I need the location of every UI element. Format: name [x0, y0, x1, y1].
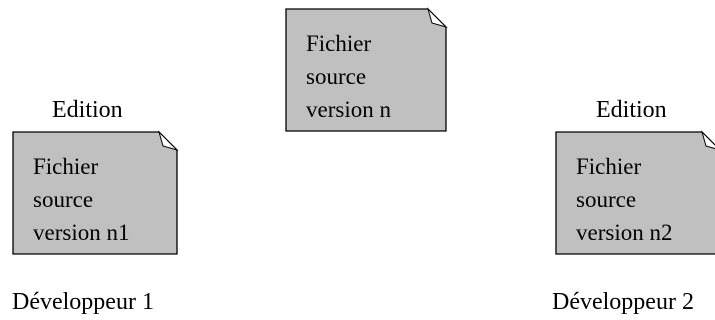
document-text: Fichier source version n2: [576, 150, 715, 254]
document-line-2: source: [33, 187, 94, 212]
document-line-3: version n2: [576, 220, 673, 245]
edition-label-right: Edition: [596, 97, 667, 123]
document-line-1: Fichier: [576, 154, 642, 179]
document-line-3: version n1: [33, 220, 130, 245]
document-icon: [285, 7, 448, 132]
document-line-1: Fichier: [33, 154, 99, 179]
document-text: Fichier source version n: [306, 27, 444, 131]
document-line-3: version n: [306, 97, 391, 122]
developer-label-left: Développeur 1: [12, 289, 154, 315]
document-fold: [700, 130, 715, 150]
developer-label-right: Développeur 2: [552, 289, 694, 315]
edition-label-left: Edition: [52, 97, 123, 123]
document-icon: [555, 130, 715, 255]
source-file-version-n: Fichier source version n: [285, 7, 448, 132]
document-line-2: source: [576, 187, 637, 212]
document-fold: [157, 130, 179, 152]
document-line-2: source: [306, 64, 367, 89]
document-fold: [426, 7, 448, 29]
source-file-version-n1: Fichier source version n1: [12, 130, 179, 255]
document-body: [555, 131, 715, 255]
document-text: Fichier source version n1: [33, 150, 175, 254]
document-line-1: Fichier: [306, 31, 372, 56]
source-file-version-n2: Fichier source version n2: [555, 130, 715, 255]
document-body: [12, 131, 178, 255]
document-icon: [12, 130, 179, 255]
document-body: [285, 8, 447, 132]
